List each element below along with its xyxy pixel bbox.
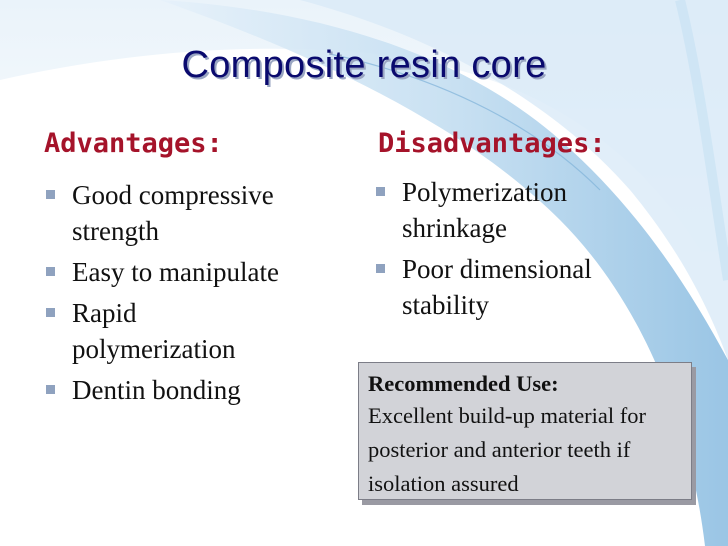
recommended-use-title: Recommended Use: (368, 371, 559, 396)
list-item: Easy to manipulate (44, 254, 344, 290)
advantages-heading: Advantages: (44, 128, 223, 159)
list-item: Rapid polymerization (44, 295, 302, 367)
list-item: Dentin bonding (44, 372, 344, 408)
list-item: Polymerization shrinkage (374, 174, 627, 246)
list-item: Good compressive strength (44, 177, 344, 249)
recommended-use-text: Excellent build-up material for posterio… (368, 403, 647, 496)
slide-title: Composite resin core (181, 44, 547, 86)
disadvantages-list: Polymerization shrinkage Poor dimensiona… (374, 174, 664, 328)
advantages-list: Good compressive strength Easy to manipu… (44, 177, 344, 413)
list-item: Poor dimensional stability (374, 251, 652, 323)
recommended-use-box: Recommended Use: Excellent build-up mate… (358, 362, 692, 500)
disadvantages-heading: Disadvantages: (378, 128, 606, 159)
